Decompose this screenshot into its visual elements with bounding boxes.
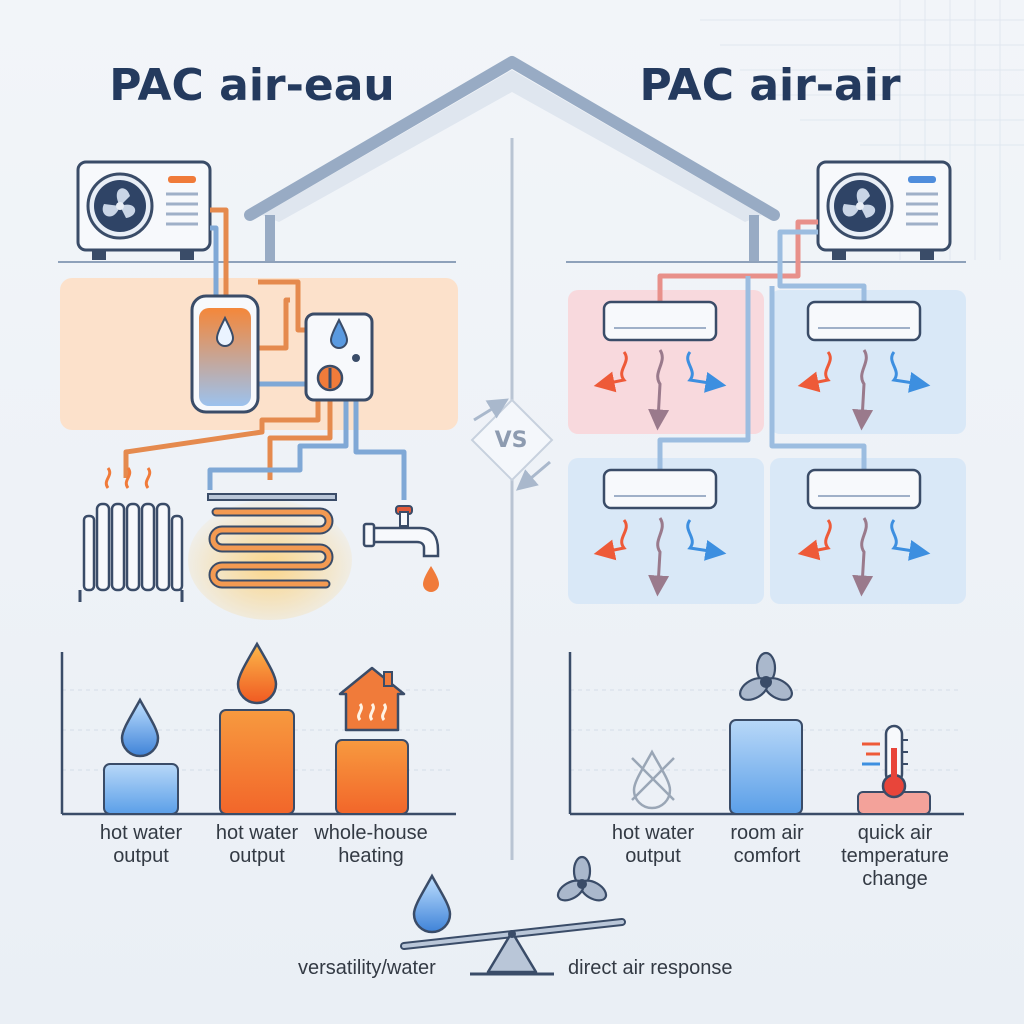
right-chart-label-3: quick air temperature change [841,822,949,890]
bar-whole-house-heating [335,739,409,815]
balance-water-drop-icon [412,873,452,934]
outdoor-unit-left-icon [76,160,212,260]
background-grid [700,0,1024,260]
indoor-unit-top-left-icon [593,300,727,431]
right-chart-label-1: hot water output [611,822,695,867]
pipes-right [657,219,867,470]
water-drop-icon [120,697,160,758]
heat-exchanger-control-icon [304,312,374,402]
water-tap-icon [362,505,440,592]
left-chart-label-1: hot water output [99,822,183,867]
indoor-unit-bottom-right-icon [797,468,931,597]
indoor-unit-top-right-icon [797,300,931,431]
house-roof-icon [244,56,780,262]
left-bar-chart [60,641,456,816]
underfloor-heating-icon [188,493,352,620]
balance-scale-icon [400,855,626,976]
left-chart-label-3: whole-house heating [314,822,428,867]
heated-house-icon [338,666,406,732]
balance-label-right: direct air response [568,957,733,979]
balance-label-left: versatility/water [298,957,436,979]
pipes-left [123,207,407,500]
right-bar-chart [568,651,964,816]
vs-label: VS [494,428,528,453]
left-chart-label-2: hot water output [215,822,299,867]
balance-fan-icon [556,855,608,902]
radiator-icon [78,467,184,602]
bar-hot-water-output-2 [219,709,295,815]
title-pac-air-eau: PAC air-eau [109,60,395,111]
title-pac-air-air: PAC air-air [639,60,901,111]
bar-hot-water-output-1 [103,763,179,815]
fan-icon [739,651,793,701]
outdoor-unit-right-icon [816,160,952,260]
right-chart-label-2: room air comfort [730,822,804,867]
indoor-unit-bottom-left-icon [593,468,727,597]
hot-water-drop-icon [236,641,278,705]
vs-badge-icon [470,398,554,491]
crossed-drop-icon [631,749,675,810]
hot-water-tank-icon [190,294,260,414]
thermometer-icon [862,724,908,799]
bar-room-air-comfort [729,719,803,815]
